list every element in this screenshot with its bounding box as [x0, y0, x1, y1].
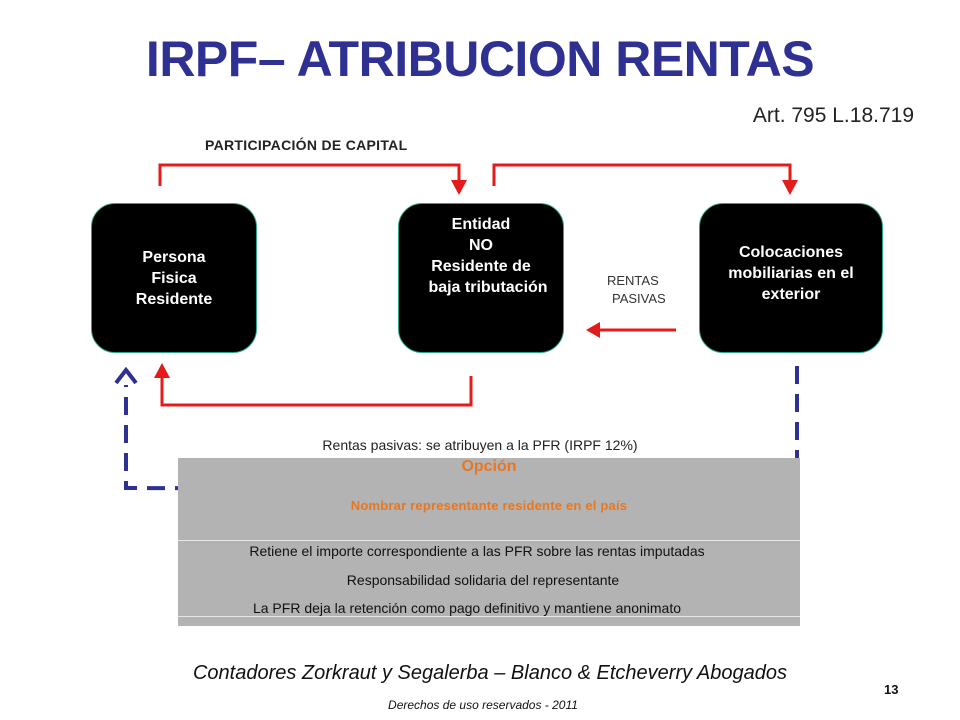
arrow-head-entidad [451, 180, 467, 195]
legal-reference: Art. 795 L.18.719 [752, 104, 914, 127]
box-colocaciones-line: Colocaciones [738, 244, 843, 261]
panel-divider [178, 540, 800, 541]
page-title: IRPF– ATRIBUCION RENTAS [145, 31, 815, 87]
rentas-pasivas-label: RENTAS PASIVAS [600, 272, 666, 308]
participacion-label: PARTICIPACIÓN DE CAPITAL [205, 137, 408, 153]
box-entidad: Entidad NO Residente de baja tributación [398, 203, 564, 353]
box-entidad-line: Residente de [431, 258, 531, 275]
arrow-head-rentas [586, 322, 600, 338]
box-persona-fisica: Persona Fisica Residente [91, 203, 257, 353]
box-entidad-line: NO [469, 237, 493, 254]
option-retiene: Retiene el importe correspondiente a las… [249, 543, 705, 559]
arrow-head-colocaciones [782, 180, 798, 195]
dashed-arrow-head [114, 366, 138, 385]
rights-notice: Derechos de uso reservados - 2011 [388, 698, 578, 712]
page-number: 13 [884, 682, 899, 697]
box-entidad-line: baja tributación [428, 279, 548, 296]
option-pfr: La PFR deja la retención como pago defin… [252, 600, 682, 616]
option-heading: Opción [461, 458, 517, 475]
box-colocaciones-line: mobiliarias en el [728, 265, 854, 282]
arrow-head-persona [154, 363, 170, 378]
rentas-line: PASIVAS [612, 291, 666, 306]
box-colocaciones-line: exterior [761, 286, 821, 303]
box-persona-line: Persona [142, 248, 206, 266]
arrow-persona-to-entidad [158, 163, 461, 186]
arrow-entidad-to-colocaciones [492, 163, 792, 186]
footer-credits: Contadores Zorkraut y Segalerba – Blanco… [192, 662, 788, 684]
option-responsabilidad: Responsabilidad solidaria del representa… [346, 572, 620, 588]
box-entidad-line: Entidad [451, 216, 511, 233]
box-persona-line: Fisica [151, 269, 197, 287]
option-nombrar: Nombrar representante residente en el pa… [350, 498, 628, 513]
rentas-caption: Rentas pasivas: se atribuyen a la PFR (I… [322, 437, 638, 453]
box-persona-line: Residente [135, 290, 213, 308]
panel-divider [178, 616, 800, 617]
box-colocaciones: Colocaciones mobiliarias en el exterior [699, 203, 883, 353]
rentas-line: RENTAS [606, 273, 659, 288]
arrow-entidad-to-persona [160, 376, 473, 407]
option-panel: Opción Nombrar representante residente e… [178, 458, 800, 626]
